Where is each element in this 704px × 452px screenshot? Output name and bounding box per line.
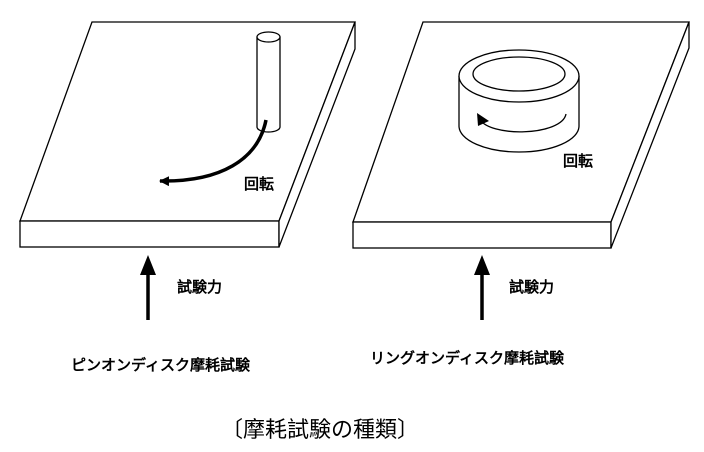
left-disk-slab — [19, 21, 356, 248]
right-force-label: 試験力 — [509, 278, 554, 296]
pin — [256, 31, 281, 133]
pin-on-disk-title: ピンオンディスク摩耗試験 — [71, 356, 251, 374]
left-rotation-label: 回転 — [244, 175, 274, 193]
right-rotation-label: 回転 — [563, 152, 593, 170]
left-rotation-arrow — [159, 119, 268, 187]
ring-on-disk-panel: 回転 試験力 リングオンディスク摩耗試験 — [352, 21, 690, 367]
right-rotation-arrow — [478, 113, 567, 133]
ring-on-disk-title: リングオンディスク摩耗試験 — [370, 349, 565, 367]
figure-caption: 〔摩耗試験の種類〕 — [221, 418, 419, 443]
ring — [458, 49, 580, 153]
pin-on-disk-panel: 回転 試験力 ピンオンディスク摩耗試験 — [19, 21, 356, 374]
left-force-label: 試験力 — [177, 278, 222, 296]
